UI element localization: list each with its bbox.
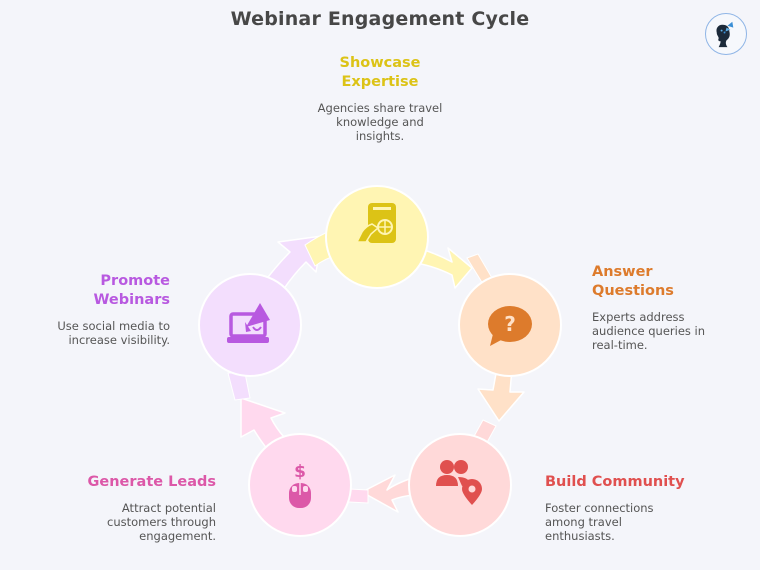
node-promote	[198, 273, 302, 377]
dollar-mouse-icon: $	[289, 462, 311, 508]
step-showcase-label: Showcase Expertise Agencies share travel…	[290, 54, 470, 143]
laptop-megaphone-icon	[227, 303, 270, 343]
step-title: Build Community	[545, 474, 685, 490]
step-description: Foster connections among travel enthusia…	[545, 501, 654, 543]
page-title: Webinar Engagement Cycle	[230, 8, 530, 30]
step-description: Use social media to increase visibility.	[57, 319, 170, 347]
node-generate: $	[248, 433, 352, 537]
step-title: Answer Questions	[592, 264, 674, 299]
passport-hand-icon	[355, 203, 396, 243]
step-title: Generate Leads	[87, 474, 216, 490]
step-title: Showcase Expertise	[339, 55, 421, 90]
question-bubble-icon: ?	[488, 306, 532, 346]
step-answer-label: Answer Questions Experts address audienc…	[592, 263, 752, 352]
step-promote-label: Promote Webinars Use social media to inc…	[10, 272, 170, 347]
logo-badge	[705, 13, 747, 55]
step-generate-label: Generate Leads Attract potential custome…	[20, 473, 216, 543]
woman-silhouette-butterfly-icon	[716, 21, 734, 48]
people-location-icon	[436, 460, 482, 505]
step-build-label: Build Community Foster connections among…	[545, 473, 745, 543]
step-description: Agencies share travel knowledge and insi…	[317, 101, 443, 143]
svg-text:?: ?	[504, 312, 516, 336]
svg-text:$: $	[294, 462, 306, 482]
node-build	[408, 433, 512, 537]
node-showcase	[325, 185, 429, 289]
step-title: Promote Webinars	[93, 273, 170, 308]
step-description: Attract potential customers through enga…	[107, 501, 216, 543]
node-answer: ?	[458, 273, 562, 377]
step-description: Experts address audience queries in real…	[592, 310, 706, 352]
